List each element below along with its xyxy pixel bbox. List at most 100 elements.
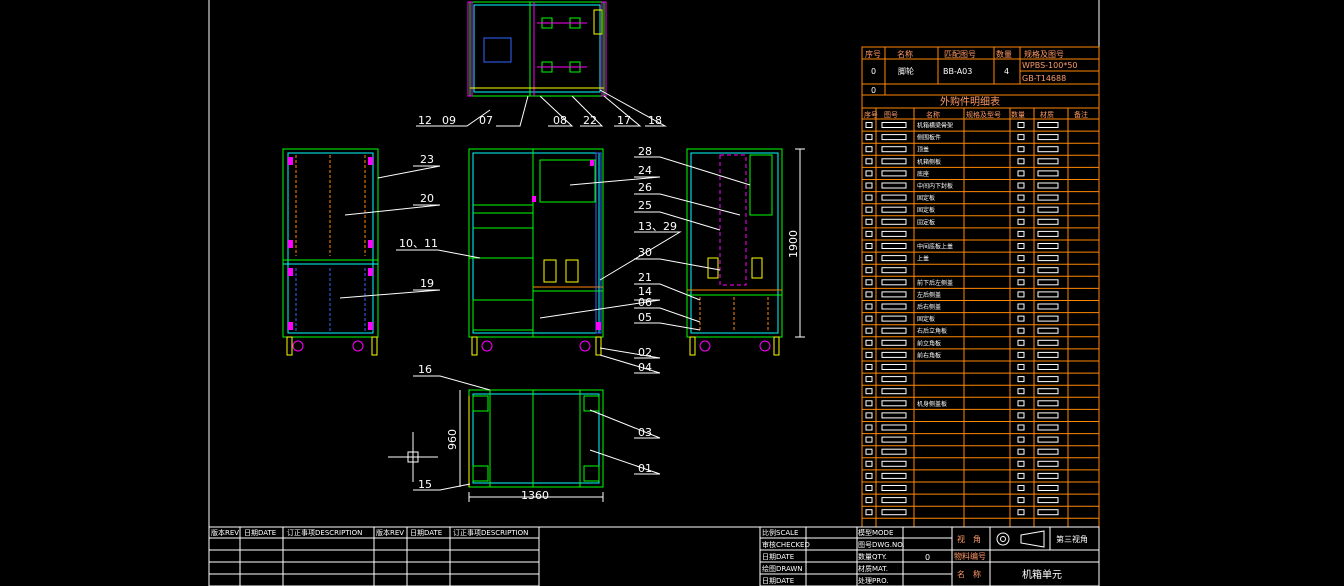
parts-row-qty-box	[1017, 424, 1025, 431]
parts-row-material-box	[1037, 182, 1059, 189]
tb-checked: 审核CHECKED	[762, 540, 810, 549]
parts-row-qty-box	[1017, 267, 1025, 274]
parts-row-qty-box	[1017, 230, 1025, 237]
callout-28: 28	[638, 145, 652, 158]
parts-row-no-box	[865, 206, 873, 213]
parts-col-name: 名称	[926, 110, 940, 119]
parts-row-drawing-box	[881, 412, 907, 419]
parts-row-qty-box	[1017, 436, 1025, 443]
parts-row-qty-box	[1017, 509, 1025, 516]
parts-list-title-group: 外购件明细表 序号 图号 名称 规格及型号 数量 材质 备注	[864, 95, 1088, 119]
bom-row1-no: 0	[871, 67, 876, 76]
rev-header-date-2: 日期DATE	[410, 529, 442, 537]
parts-row-qty-box	[1017, 158, 1025, 165]
callout-18: 18	[648, 114, 662, 127]
callout-17: 17	[617, 114, 631, 127]
bom-row1-name: 脚轮	[898, 66, 914, 76]
callout-06: 06	[638, 296, 652, 309]
rev-header-rev-1: 版本REV	[211, 528, 239, 537]
parts-row-material-box	[1037, 509, 1059, 516]
parts-row-drawing-box	[881, 170, 907, 177]
bom-col-no: 序号	[865, 49, 881, 59]
parts-row-material-box	[1037, 485, 1059, 491]
drawing-frame	[208, 0, 1100, 586]
parts-row-no-box	[865, 182, 873, 189]
parts-row-material-box	[1037, 424, 1059, 431]
parts-row-qty-box	[1017, 364, 1025, 370]
parts-row-no-box	[865, 472, 873, 479]
parts-row-no-box	[865, 424, 873, 431]
parts-row-no-box	[865, 279, 873, 286]
parts-row-drawing-box	[881, 460, 907, 467]
bom-row2-no: 0	[871, 86, 876, 95]
parts-row-qty-box	[1017, 146, 1025, 153]
bom-col-name: 名称	[897, 49, 913, 59]
callout-08: 08	[553, 114, 567, 127]
parts-row-drawing-box	[881, 255, 907, 262]
parts-row-material-box	[1037, 146, 1059, 153]
bom-row1-spec2: GB-T14688	[1022, 74, 1066, 83]
revision-block-text: 版本REV 日期DATE 订正事项DESCRIPTION 版本REV 日期DAT…	[211, 528, 528, 537]
bom-col-spec: 规格及图号	[1024, 49, 1064, 59]
parts-row-no-box	[865, 327, 873, 334]
parts-row-material-box	[1037, 303, 1059, 310]
tb-qty-value: 0	[925, 553, 930, 562]
parts-row-name: 前右角板	[917, 351, 941, 359]
callout-25: 25	[638, 199, 652, 212]
parts-row-drawing-box	[881, 315, 907, 322]
callout-19: 19	[420, 277, 434, 290]
parts-row-no-box	[865, 158, 873, 165]
parts-col-remark: 备注	[1074, 110, 1088, 119]
parts-row-no-box	[865, 388, 873, 395]
parts-row-name: 顶盖	[917, 146, 929, 154]
parts-row-material-box	[1037, 351, 1059, 358]
parts-row-drawing-box	[881, 218, 907, 225]
tb-mode: 模型MODE	[858, 528, 893, 537]
parts-row-material-box	[1037, 315, 1059, 322]
callout-23: 23	[420, 153, 434, 166]
parts-row-drawing-box	[881, 364, 907, 370]
parts-list-table	[861, 94, 1100, 528]
parts-row-no-box	[865, 460, 873, 467]
parts-row-qty-box	[1017, 279, 1025, 286]
rev-header-desc-1: 订正事项DESCRIPTION	[287, 528, 362, 537]
parts-row-no-box	[865, 146, 873, 153]
bom-header-text: 序号 名称 匹配图号 数量 规格及图号 0 脚轮 BB-A03 4 WPBS-1…	[865, 49, 1078, 95]
parts-row-no-box	[865, 218, 873, 225]
parts-row-drawing-box	[881, 424, 907, 431]
callout-26: 26	[638, 181, 652, 194]
title-block-text: 比例SCALE 审核CHECKED 日期DATE 绘图DRAWN 日期DATE …	[762, 528, 1088, 585]
parts-row-no-box	[865, 351, 873, 358]
parts-row-qty-box	[1017, 303, 1025, 310]
parts-row-no-box	[865, 255, 873, 262]
bom-col-code: 匹配图号	[944, 50, 976, 59]
parts-row-qty-box	[1017, 243, 1025, 249]
parts-row-material-box	[1037, 267, 1059, 274]
parts-row-no-box	[865, 436, 873, 443]
parts-row-name: 中间底板上盖	[917, 243, 953, 251]
parts-row-qty-box	[1017, 206, 1025, 213]
parts-row-qty-box	[1017, 291, 1025, 298]
callout-01: 01	[638, 462, 652, 475]
tb-scale: 比例SCALE	[762, 528, 798, 537]
parts-row-qty-box	[1017, 448, 1025, 455]
parts-row-name: 机身侧盖板	[917, 400, 947, 408]
parts-row-qty-box	[1017, 327, 1025, 334]
parts-row-drawing-box	[881, 267, 907, 274]
parts-row-material-box	[1037, 412, 1059, 419]
parts-row-material-box	[1037, 206, 1059, 213]
parts-row-material-box	[1037, 448, 1059, 455]
bom-row1-qty: 4	[1004, 67, 1009, 76]
parts-row-drawing-box	[881, 509, 907, 516]
parts-row-qty-box	[1017, 388, 1025, 395]
parts-row-material-box	[1037, 376, 1059, 383]
parts-row-drawing-box	[881, 485, 907, 491]
callout-10-11: 10、11	[399, 237, 438, 250]
parts-col-spec: 规格及型号	[966, 110, 1001, 119]
parts-row-material-box	[1037, 255, 1059, 262]
parts-row-qty-box	[1017, 485, 1025, 491]
callout-22: 22	[583, 114, 597, 127]
parts-row-name: 中间内下封板	[917, 182, 953, 190]
bom-row1-spec1: WPBS-100*50	[1022, 61, 1078, 70]
